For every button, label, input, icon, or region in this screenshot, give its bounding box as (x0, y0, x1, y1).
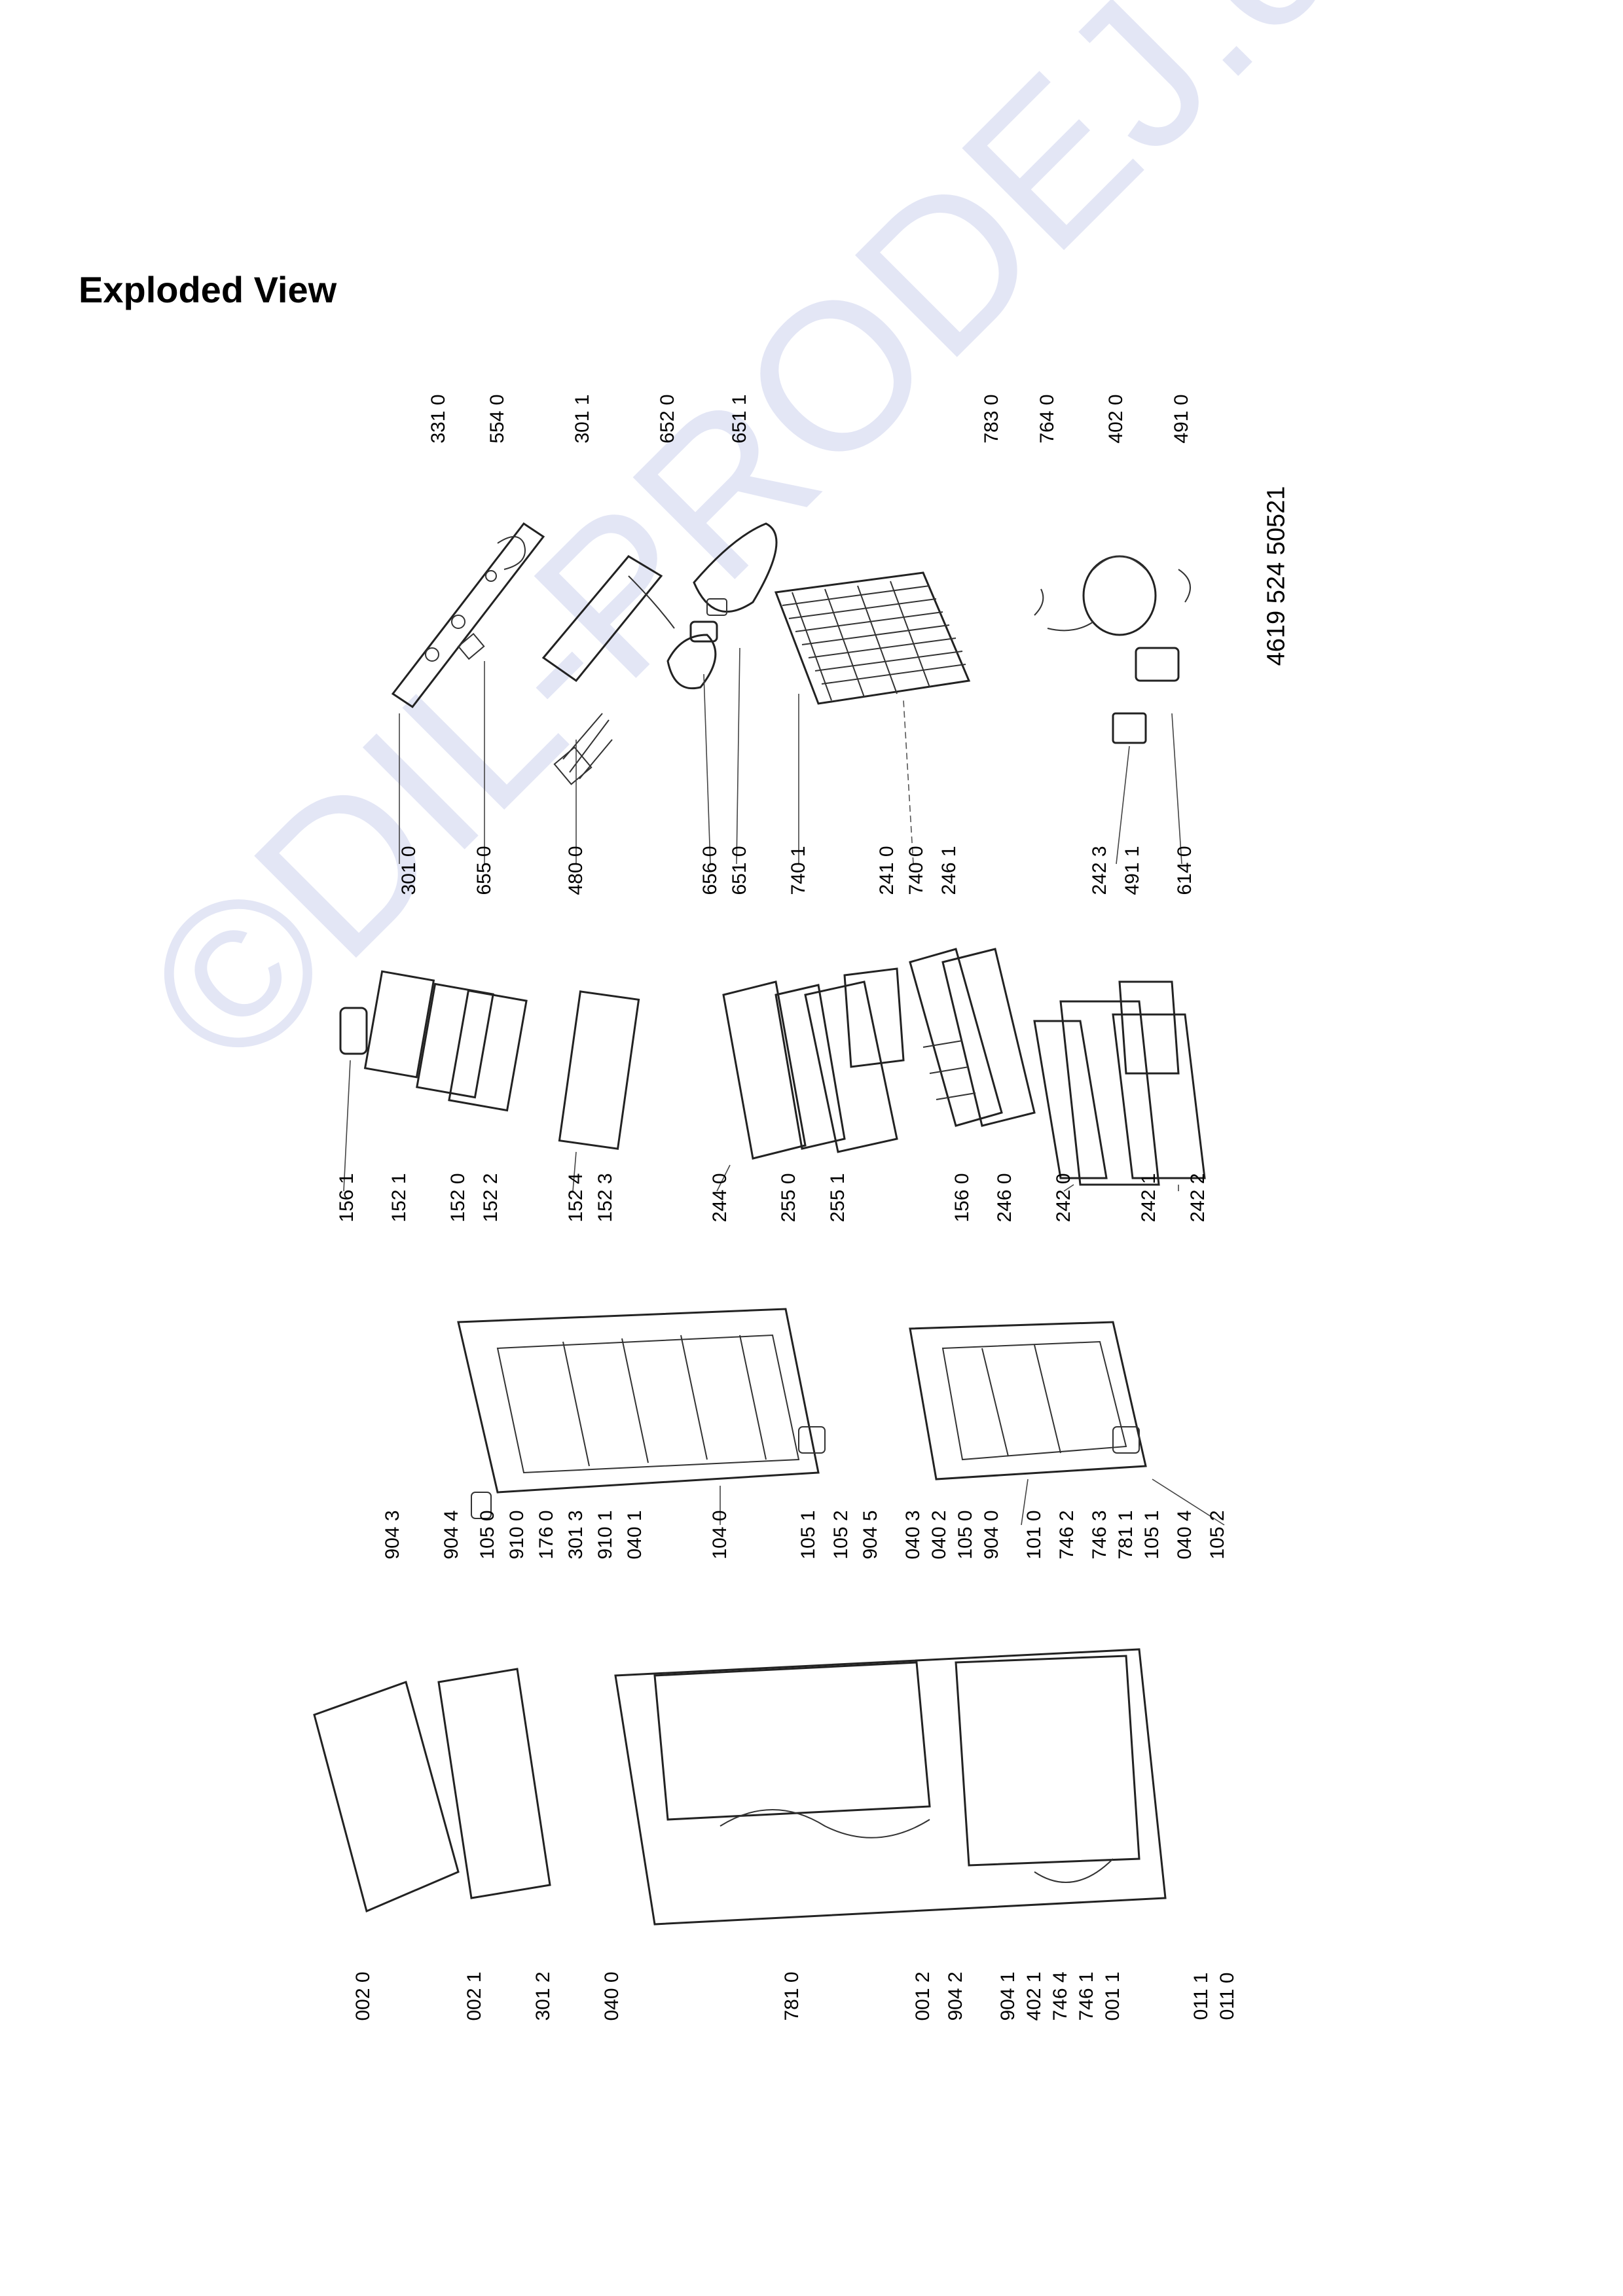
part-label: 152 0 (447, 1173, 469, 1223)
part-label: 651 1 (729, 394, 750, 444)
part-label: 244 0 (709, 1173, 731, 1223)
part-label: 746 4 (1049, 1971, 1071, 2021)
part-label: 105 0 (955, 1510, 976, 1560)
part-label: 402 1 (1023, 1971, 1045, 2021)
part-label: 001 1 (1102, 1971, 1123, 2021)
lower-door-part (909, 1321, 1147, 1480)
part-label: 105 1 (1141, 1510, 1163, 1560)
drawers-part (1033, 980, 1206, 1186)
part-label: 301 1 (572, 394, 593, 444)
part-label: 152 1 (388, 1173, 410, 1223)
part-label: 152 2 (480, 1173, 501, 1223)
compressor-part (1034, 555, 1191, 744)
part-label: 040 1 (624, 1510, 646, 1560)
part-label: 011 0 (1216, 1972, 1238, 2020)
part-label: 242 2 (1187, 1173, 1209, 1223)
part-label: 554 0 (486, 394, 508, 444)
part-label: 746 1 (1076, 1971, 1097, 2021)
part-label: 904 1 (997, 1971, 1019, 2021)
part-label: 331 0 (428, 394, 449, 444)
part-label: 105 2 (830, 1510, 852, 1560)
fan-assembly-part (666, 522, 778, 690)
part-label: 011 1 (1190, 1972, 1212, 2020)
part-label: 105 2 (1207, 1510, 1228, 1560)
part-label: 301 2 (532, 1971, 554, 2021)
part-label: 904 2 (945, 1971, 966, 2021)
part-label: 910 1 (594, 1510, 616, 1560)
part-label: 301 3 (565, 1510, 587, 1560)
part-label: 781 0 (781, 1971, 803, 2021)
part-label: 740 0 (905, 846, 927, 895)
condenser-part (774, 571, 971, 705)
part-label: 101 0 (1023, 1510, 1045, 1560)
door-bins-part (339, 970, 640, 1150)
part-label: 040 3 (902, 1510, 924, 1560)
part-label: 652 0 (657, 394, 678, 444)
part-label: 152 4 (565, 1173, 587, 1223)
part-label: 740 1 (788, 846, 809, 895)
part-label: 904 4 (441, 1510, 462, 1560)
part-label: 040 4 (1174, 1510, 1195, 1560)
part-label: 242 0 (1053, 1173, 1074, 1223)
part-label: 491 1 (1122, 846, 1143, 895)
part-label: 764 0 (1036, 394, 1058, 444)
part-label: 402 0 (1105, 394, 1127, 444)
part-label: 904 3 (382, 1510, 403, 1560)
part-label: 614 0 (1174, 846, 1195, 895)
part-label: 246 0 (994, 1173, 1015, 1223)
part-label: 105 0 (477, 1510, 498, 1560)
part-label: 783 0 (981, 394, 1002, 444)
part-label: 480 0 (565, 846, 587, 895)
part-label: 656 0 (699, 846, 721, 895)
part-label: 746 3 (1089, 1510, 1110, 1560)
part-label: 255 0 (778, 1173, 799, 1223)
shelves-part (722, 967, 905, 1160)
part-label: 105 1 (797, 1510, 819, 1560)
control-panel-part (391, 522, 545, 709)
part-label: 655 0 (473, 846, 495, 895)
top-cover-part (313, 1668, 551, 1913)
part-label: 910 0 (506, 1510, 528, 1560)
part-label: 241 0 (876, 846, 898, 895)
part-label: 156 0 (951, 1173, 973, 1223)
part-label: 255 1 (827, 1173, 848, 1223)
page-title: Exploded View (79, 269, 337, 310)
part-label: 040 0 (601, 1971, 623, 2021)
part-label: 001 2 (912, 1971, 934, 2021)
cabinet-part (614, 1648, 1167, 1926)
part-label: 651 0 (729, 846, 750, 895)
leader-lines (343, 647, 1225, 1526)
part-label: 904 5 (860, 1510, 881, 1560)
part-label: 156 1 (336, 1173, 357, 1223)
part-label: 242 3 (1089, 846, 1110, 895)
part-label: 491 0 (1171, 394, 1192, 444)
upper-door-part (457, 1308, 826, 1519)
part-label: 242 1 (1138, 1173, 1159, 1223)
part-label: 781 1 (1115, 1510, 1137, 1560)
part-label: 746 2 (1056, 1510, 1078, 1560)
part-label: 104 0 (709, 1510, 731, 1560)
part-label: 152 3 (594, 1173, 616, 1223)
part-label: 301 0 (398, 846, 420, 895)
cover-plate-part (541, 555, 675, 785)
part-label: 002 0 (352, 1971, 374, 2021)
part-label: 904 0 (981, 1510, 1002, 1560)
grille-part (909, 948, 1036, 1127)
part-label: 002 1 (464, 1971, 485, 2021)
part-label: 246 1 (938, 846, 960, 895)
part-label: 176 0 (536, 1510, 557, 1560)
part-label: 040 2 (928, 1510, 950, 1560)
